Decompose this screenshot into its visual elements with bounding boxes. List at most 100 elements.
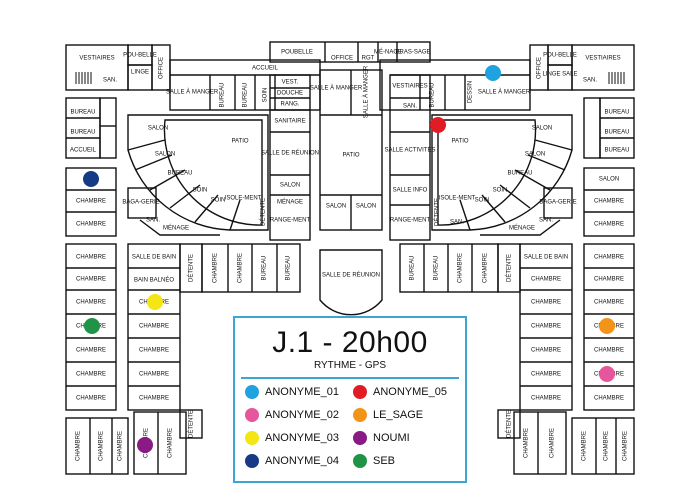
label-bagagerie: BAGA-GERIE [539, 200, 576, 206]
label-dessin: DESSIN [468, 81, 474, 103]
label-san: SAN. [450, 220, 464, 226]
label-chambre: CHAMBRE [594, 222, 624, 228]
gps-marker [83, 171, 99, 187]
label-chambre: CHAMBRE [594, 255, 624, 261]
label-chambre: CHAMBRE [76, 222, 106, 228]
room-vestiaires-left [65, 44, 129, 91]
label-office-top: OFFICE [331, 56, 353, 62]
label-linge: LINGE [131, 70, 149, 76]
label-poubelle: POUBELLE [281, 50, 313, 56]
label-chambre: CHAMBRE [483, 253, 489, 283]
label-patio-center: PATIO [342, 153, 359, 159]
label-chambre: CHAMBRE [594, 396, 624, 402]
gps-marker [84, 318, 100, 334]
label-bureau: BUREAU [70, 110, 95, 116]
label-office-left: OFFICE [159, 57, 165, 79]
label-douche: DOUCHE [277, 91, 303, 97]
label-menage-top: MÉ-NAGE [374, 49, 402, 56]
label-bain-balneo: BAIN BALNÉO [134, 277, 174, 284]
label-salle-activites: SALLE ACTIVITÉS [384, 147, 435, 154]
label-isolement: ISOLE-MENT [439, 196, 476, 202]
label-chambre: CHAMBRE [531, 372, 561, 378]
label-chambre: CHAMBRE [76, 277, 106, 283]
label-salon: SALON [532, 126, 552, 132]
label-chambre: CHAMBRE [531, 324, 561, 330]
label-vestiaires-right: VESTIAIRES [585, 56, 620, 62]
label-salon: SALON [599, 177, 619, 183]
label-poubelle-small: POU-BELLE [123, 53, 157, 59]
label-salle-de-bain: SALLE DE BAIN [132, 255, 176, 261]
label-san: SAN. [103, 78, 117, 84]
label-chambre: CHAMBRE [139, 324, 169, 330]
page-subtitle: RYTHME - GPS [313, 360, 387, 371]
label-bureau: BUREAU [70, 130, 95, 136]
legend-item: ANONYME_04 [245, 454, 339, 468]
legend-swatch [245, 408, 259, 422]
label-chambre: CHAMBRE [524, 428, 530, 458]
label-chambre: CHAMBRE [99, 431, 105, 461]
label-vest: VEST. [282, 80, 299, 86]
gps-marker [485, 65, 501, 81]
label-san: SAN. [146, 218, 160, 224]
label-chambre: CHAMBRE [594, 199, 624, 205]
label-bagagerie: BAGA-GERIE [122, 200, 159, 206]
label-chambre: CHAMBRE [550, 428, 556, 458]
label-sam-left: SALLE À MANGER [166, 89, 219, 96]
label-chambre: CHAMBRE [582, 431, 588, 461]
label-menage: MÉNAGE [277, 199, 303, 206]
legend-item: SEB [353, 454, 395, 468]
label-rangement: RANGE-MENT [390, 218, 431, 224]
label-sanitaire: SANITAIRE [274, 119, 305, 125]
label-chambre: CHAMBRE [531, 396, 561, 402]
label-bureau: BUREAU [434, 255, 440, 280]
label-sam-right: SALLE À MANGER [478, 89, 531, 96]
legend-label: ANONYME_02 [265, 409, 339, 421]
label-san: SAN. [403, 104, 417, 110]
label-bureau: BUREAU [604, 110, 629, 116]
label-bureau: BUREAU [220, 82, 226, 107]
label-reunion-left: SALLE DE RÉUNION [261, 150, 319, 157]
legend-label: ANONYME_01 [265, 386, 339, 398]
label-chambre: CHAMBRE [594, 300, 624, 306]
label-soin: SOIN [211, 198, 226, 204]
legend-swatch [353, 454, 367, 468]
legend-item: ANONYME_02 [245, 408, 339, 422]
label-linge-sale: LINGE SALE [542, 72, 577, 78]
legend-item: LE_SAGE [353, 408, 423, 422]
gps-marker [430, 117, 446, 133]
label-san: SAN. [583, 78, 597, 84]
gps-marker [599, 318, 615, 334]
label-office-right: OFFICE [537, 57, 543, 79]
legend-label: SEB [373, 455, 396, 467]
label-rangement: RANGE-MENT [270, 218, 311, 224]
label-detente: DÉTENTE [506, 254, 513, 282]
label-san: SAN. [539, 218, 553, 224]
label-salon: SALON [525, 152, 545, 158]
label-soin: SOIN [475, 198, 490, 204]
label-chambre: CHAMBRE [213, 253, 219, 283]
label-chambre: CHAMBRE [594, 348, 624, 354]
label-chambre: CHAMBRE [76, 372, 106, 378]
legend-swatch [245, 431, 259, 445]
label-chambre: CHAMBRE [168, 428, 174, 458]
label-chambre: CHAMBRE [623, 431, 629, 461]
legend-divider [241, 377, 459, 379]
label-bureau: BUREAU [604, 148, 629, 154]
legend-label: ANONYME_04 [265, 455, 339, 467]
label-soin: SOIN [193, 188, 208, 194]
label-salon: SALON [326, 204, 346, 210]
label-rgt: RGT [362, 56, 375, 62]
label-salon: SALON [148, 126, 168, 132]
label-bureau: BUREAU [167, 171, 192, 177]
label-accueil: ACCUEIL [70, 148, 97, 154]
label-chambre: CHAMBRE [604, 431, 610, 461]
label-salon: SALON [155, 152, 175, 158]
legend-swatch [245, 385, 259, 399]
label-chambre: CHAMBRE [531, 277, 561, 283]
label-salle-de-bain: SALLE DE BAIN [524, 255, 568, 261]
label-detente: DÉTENTE [260, 198, 267, 226]
gps-marker [147, 294, 163, 310]
label-detente: DÉTENTE [506, 410, 513, 438]
label-salon: SALON [280, 183, 300, 189]
